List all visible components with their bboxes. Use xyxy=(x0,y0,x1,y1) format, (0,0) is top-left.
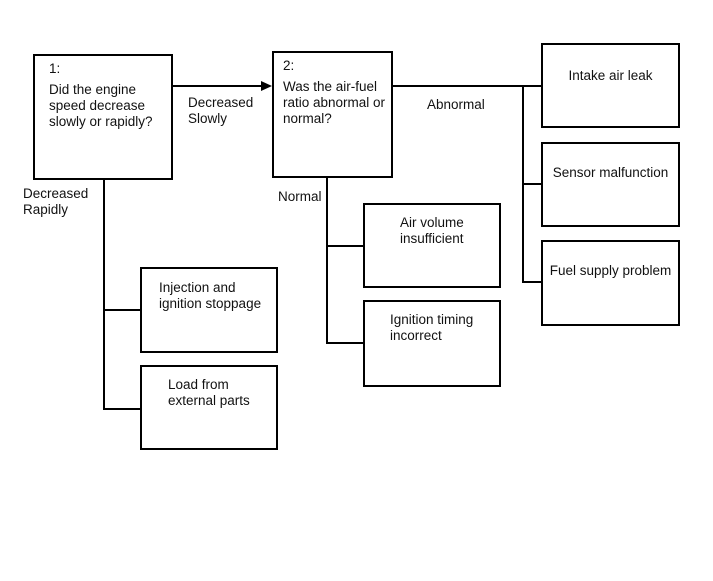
connector-normal-trunk xyxy=(326,178,328,344)
flowchart-node-question-2: 2: Was the air-fuel ratio abnormal or no… xyxy=(272,51,393,178)
edge-label-line: Decreased xyxy=(23,186,89,201)
arrowhead-icon xyxy=(261,81,272,91)
node-text-line: Ignition timing xyxy=(390,312,474,327)
flowchart-node-fuel-supply-problem: Fuel supply problem xyxy=(541,240,680,326)
connector-q1-to-q2 xyxy=(173,85,263,87)
node-number: 2: xyxy=(283,58,295,73)
edge-label-normal: Normal xyxy=(278,189,322,204)
node-text-line: Injection and xyxy=(159,280,236,295)
node-text-line: Air volume xyxy=(400,215,464,230)
flowchart-node-injection-ignition-stoppage: Injection and ignition stoppage xyxy=(140,267,278,353)
node-text-line: ignition stoppage xyxy=(159,296,262,311)
flowchart-node-intake-air-leak: Intake air leak xyxy=(541,43,680,128)
node-label: Sensor malfunction xyxy=(552,165,669,180)
edge-label-decreased-rapidly: Decreased Rapidly xyxy=(23,186,88,218)
node-text-line: Was the air-fuel xyxy=(283,79,378,94)
connector-branch-ignition-timing xyxy=(326,342,363,344)
node-text-line: incorrect xyxy=(390,328,442,343)
edge-label-line: Decreased xyxy=(188,95,254,110)
node-text-line: normal? xyxy=(283,111,332,126)
flowchart-node-question-1: 1: Did the engine speed decrease slowly … xyxy=(33,54,173,180)
edge-label-abnormal: Abnormal xyxy=(427,97,485,112)
flowchart-node-air-volume-insufficient: Air volume insufficient xyxy=(363,203,501,288)
flowchart-node-load-external-parts: Load from external parts xyxy=(140,365,278,450)
connector-q2-abnormal xyxy=(393,85,541,87)
node-number: 1: xyxy=(49,61,61,76)
connector-rapidly-trunk xyxy=(103,180,105,409)
flowchart-node-ignition-timing-incorrect: Ignition timing incorrect xyxy=(363,300,501,387)
node-text-line: external parts xyxy=(168,393,250,408)
connector-branch-fuel xyxy=(522,281,541,283)
edge-label-line: Rapidly xyxy=(23,202,69,217)
flowchart-node-sensor-malfunction: Sensor malfunction xyxy=(541,142,680,227)
node-text-line: slowly or rapidly? xyxy=(49,114,153,129)
connector-branch-sensor xyxy=(522,183,541,185)
node-text-line: insufficient xyxy=(400,231,464,246)
node-text-line: Did the engine xyxy=(49,82,137,97)
node-text-line: ratio abnormal or xyxy=(283,95,386,110)
connector-branch-load xyxy=(103,408,140,410)
edge-label-decreased-slowly: Decreased Slowly xyxy=(188,95,253,127)
node-text-line: Load from xyxy=(168,377,229,392)
node-label: Fuel supply problem xyxy=(549,263,672,278)
node-label: Intake air leak xyxy=(568,68,653,83)
edge-label-line: Slowly xyxy=(188,111,228,126)
connector-branch-injection xyxy=(103,309,140,311)
node-text-line: speed decrease xyxy=(49,98,146,113)
connector-branch-air-volume xyxy=(326,245,363,247)
